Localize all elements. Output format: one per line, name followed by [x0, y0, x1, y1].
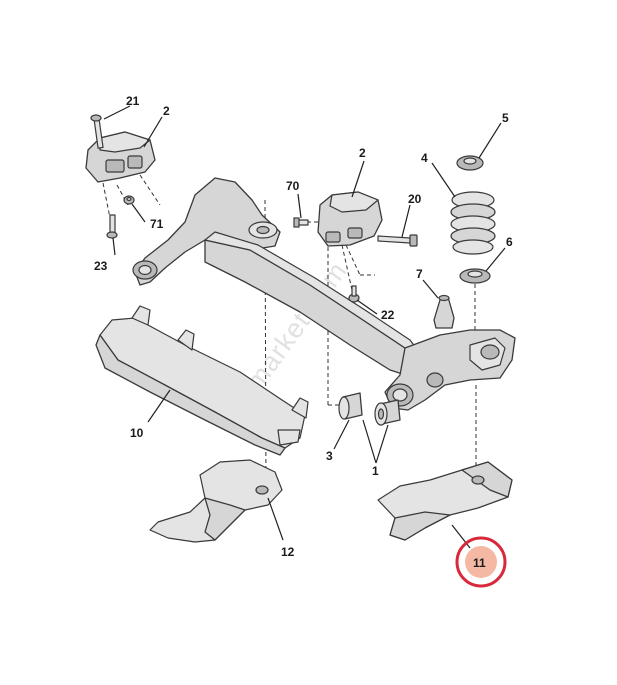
- callout-7: 7: [416, 267, 423, 281]
- callout-1: 1: [372, 464, 379, 478]
- highlight-fill: [465, 546, 497, 578]
- highlight-ring: [455, 536, 507, 588]
- callout-6: 6: [506, 235, 513, 249]
- bolt-23: [106, 214, 118, 239]
- callout-11-highlight: [455, 536, 507, 588]
- callout-2-right: 2: [359, 146, 366, 160]
- part-5-upper-seat: [456, 155, 484, 171]
- callout-2-left: 2: [163, 104, 170, 118]
- leader-lines: [103, 105, 506, 549]
- callout-numbers: 21 2 71 23 70 2 20 22 5 4 6 7 10 3 1 12 …: [94, 94, 513, 570]
- nut-71: [123, 195, 135, 205]
- callout-5: 5: [502, 111, 509, 125]
- callout-71: 71: [150, 217, 164, 231]
- part-11-right-shield: [377, 461, 513, 541]
- callout-12: 12: [281, 545, 295, 559]
- callout-20: 20: [408, 192, 422, 206]
- part-2-right-bracket: [317, 191, 383, 247]
- part-1-bushing: [374, 399, 401, 426]
- bolt-70: [293, 217, 309, 228]
- callout-3: 3: [326, 449, 333, 463]
- part-6-lower-seat: [459, 268, 491, 284]
- rear-axle-beam: [132, 177, 516, 411]
- callout-70: 70: [286, 179, 300, 193]
- callout-23: 23: [94, 259, 108, 273]
- callout-21: 21: [126, 94, 140, 108]
- callout-11: 11: [473, 556, 486, 570]
- part-3-bushing: [338, 392, 363, 420]
- part-4-coil-spring: [450, 191, 496, 255]
- part-7-bump-stop: [433, 294, 455, 329]
- callout-4: 4: [421, 151, 428, 165]
- callout-22: 22: [381, 308, 395, 322]
- part-12-left-shield: [149, 459, 283, 543]
- bolt-21: [90, 114, 104, 149]
- part-10-heat-shield: [95, 305, 309, 456]
- callout-10: 10: [130, 426, 144, 440]
- nut-22: [348, 285, 360, 303]
- bolt-20: [377, 234, 418, 247]
